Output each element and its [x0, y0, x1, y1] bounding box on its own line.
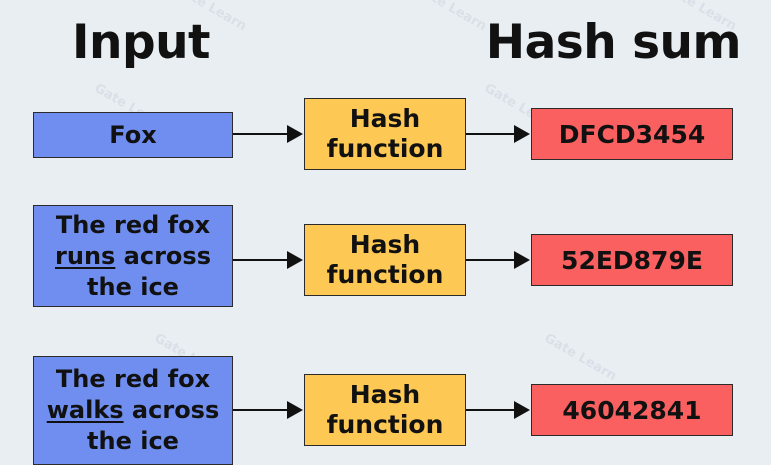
input-line-1: The red fox [55, 365, 211, 393]
function-label: function [326, 410, 444, 439]
arrow-to-output [466, 125, 530, 143]
hash-function-box: Hash function [304, 98, 466, 170]
watermark: Gate Learn [411, 0, 489, 35]
input-line-3: the ice [87, 427, 179, 455]
function-label: function [326, 134, 444, 163]
input-heading: Input [72, 15, 211, 70]
input-line-2: walks across [47, 395, 220, 426]
hash-sum-box: 46042841 [531, 384, 733, 436]
input-line-2-rest: across [115, 241, 211, 270]
input-line-2: runs across [55, 241, 211, 272]
arrow-to-output [466, 251, 530, 269]
hash-sum-value: 46042841 [562, 395, 702, 425]
hash-label: Hash [349, 230, 421, 259]
input-line-3: the ice [87, 272, 179, 301]
arrow-to-output [466, 401, 530, 419]
input-box-runs: The red fox runs across the ice [33, 205, 233, 307]
watermark: Gate Learn [541, 330, 619, 385]
input-line-2-rest: across [123, 396, 220, 424]
hash-sum-value: DFCD3454 [558, 119, 706, 149]
highlighted-word: walks [46, 396, 124, 424]
hash-label: Hash [349, 104, 421, 133]
hash-function-box: Hash function [304, 374, 466, 446]
input-box-fox: Fox [33, 112, 233, 158]
input-box-walks: The red fox walks across the ice [33, 356, 233, 465]
arrow-to-hash [233, 251, 303, 269]
hash-sum-value: 52ED879E [561, 245, 703, 275]
hash-sum-box: DFCD3454 [531, 108, 733, 160]
input-line-1: The red fox [55, 210, 211, 239]
hash-sum-heading: Hash sum [485, 15, 742, 70]
input-text: Fox [109, 120, 157, 149]
hash-label: Hash [349, 380, 421, 409]
hash-function-box: Hash function [304, 224, 466, 296]
highlighted-word: runs [55, 241, 116, 270]
hash-sum-box: 52ED879E [531, 234, 733, 286]
arrow-to-hash [233, 125, 303, 143]
arrow-to-hash [233, 401, 303, 419]
function-label: function [326, 260, 444, 289]
